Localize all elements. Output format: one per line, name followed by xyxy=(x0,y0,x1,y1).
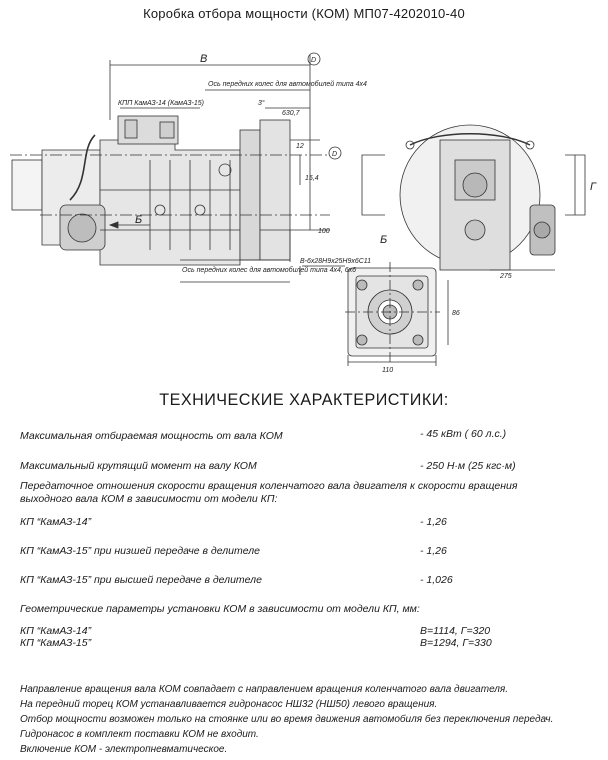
spec-kp15-high-value: - 1,026 xyxy=(420,574,453,586)
side-view-gearbox xyxy=(11,115,291,266)
spec-power-label: Максимальная отбираемая мощность от вала… xyxy=(20,430,283,442)
spec-torque-value: - 250 Н·м (25 кгс·м) xyxy=(420,460,516,472)
spec-geom15-label: КП “КамАЗ-15” xyxy=(20,637,92,649)
label-100: 100 xyxy=(318,228,330,235)
note-power-takeoff: Отбор мощности возможен только на стоянк… xyxy=(20,714,554,725)
view-b-flange xyxy=(347,267,437,357)
spec-geom14-value: В=1114, Г=320 xyxy=(420,625,491,637)
label-15-4: 15,4 xyxy=(305,175,319,182)
label-110: 110 xyxy=(382,367,393,374)
label-view-b: Б xyxy=(380,234,387,246)
label-view-arrow-b: Б xyxy=(135,214,142,226)
spec-geom15-value: В=1294, Г=330 xyxy=(420,637,492,649)
dim-label-b: В xyxy=(200,53,207,65)
document-title: Коробка отбора мощности (КОМ) МП07-42020… xyxy=(143,6,465,21)
label-kpp: КПП КамАЗ-14 (КамАЗ-15) xyxy=(118,100,204,107)
spec-kp14-value: - 1,26 xyxy=(420,516,447,528)
label-86: 86 xyxy=(452,310,460,317)
spec-kp15-low-label: КП “КамАЗ-15” при низшей передаче в дели… xyxy=(20,545,260,557)
label-275: 275 xyxy=(499,273,512,280)
label-phi-top: D xyxy=(311,57,316,64)
label-g: Г xyxy=(590,181,597,193)
spec-torque-label: Максимальный крутящий момент на валу КОМ xyxy=(20,460,257,472)
spec-kp15-low-value: - 1,26 xyxy=(420,545,447,557)
label-3deg: 3° xyxy=(258,99,265,107)
label-spline: В-6х28Н9х25Н9х6С11 xyxy=(300,258,371,265)
label-630: 630,7 xyxy=(282,110,301,117)
note-activation: Включение КОМ - электропневматическое. xyxy=(20,744,228,755)
spec-ratio-intro-1: Передаточное отношения скорости вращения… xyxy=(20,480,518,492)
front-view-gearbox xyxy=(399,124,556,271)
note-pump: На передний торец КОМ устанавливается ги… xyxy=(20,699,438,710)
spec-kp15-high-label: КП “КамАЗ-15” при высшей передаче в дели… xyxy=(20,574,262,586)
note-rotation: Направление вращения вала КОМ совпадает … xyxy=(20,684,509,695)
note-delivery: Гидронасос в комплект поставки КОМ не вх… xyxy=(20,729,259,740)
spec-kp14-label: КП “КамАЗ-14” xyxy=(20,516,92,528)
specs-heading: ТЕХНИЧЕСКИЕ ХАРАКТЕРИСТИКИ: xyxy=(159,390,449,409)
label-phi-axis: D xyxy=(332,151,337,158)
label-12: 12 xyxy=(296,143,304,150)
technical-drawing: В D D Ось передних колес для автомобилей… xyxy=(10,52,597,374)
label-axis-rear: Ось передних колес для автомобилей типа … xyxy=(182,266,356,274)
spec-geom14-label: КП “КамАЗ-14” xyxy=(20,625,92,637)
spec-power-value: - 45 кВт ( 60 л.с.) xyxy=(420,428,507,440)
spec-geom-intro: Геометрические параметры установки КОМ в… xyxy=(20,603,420,615)
label-axis-front: Ось передних колес для автомобилей типа … xyxy=(208,80,367,88)
spec-ratio-intro-2: выходного вала КОМ в зависимости от моде… xyxy=(20,493,278,505)
